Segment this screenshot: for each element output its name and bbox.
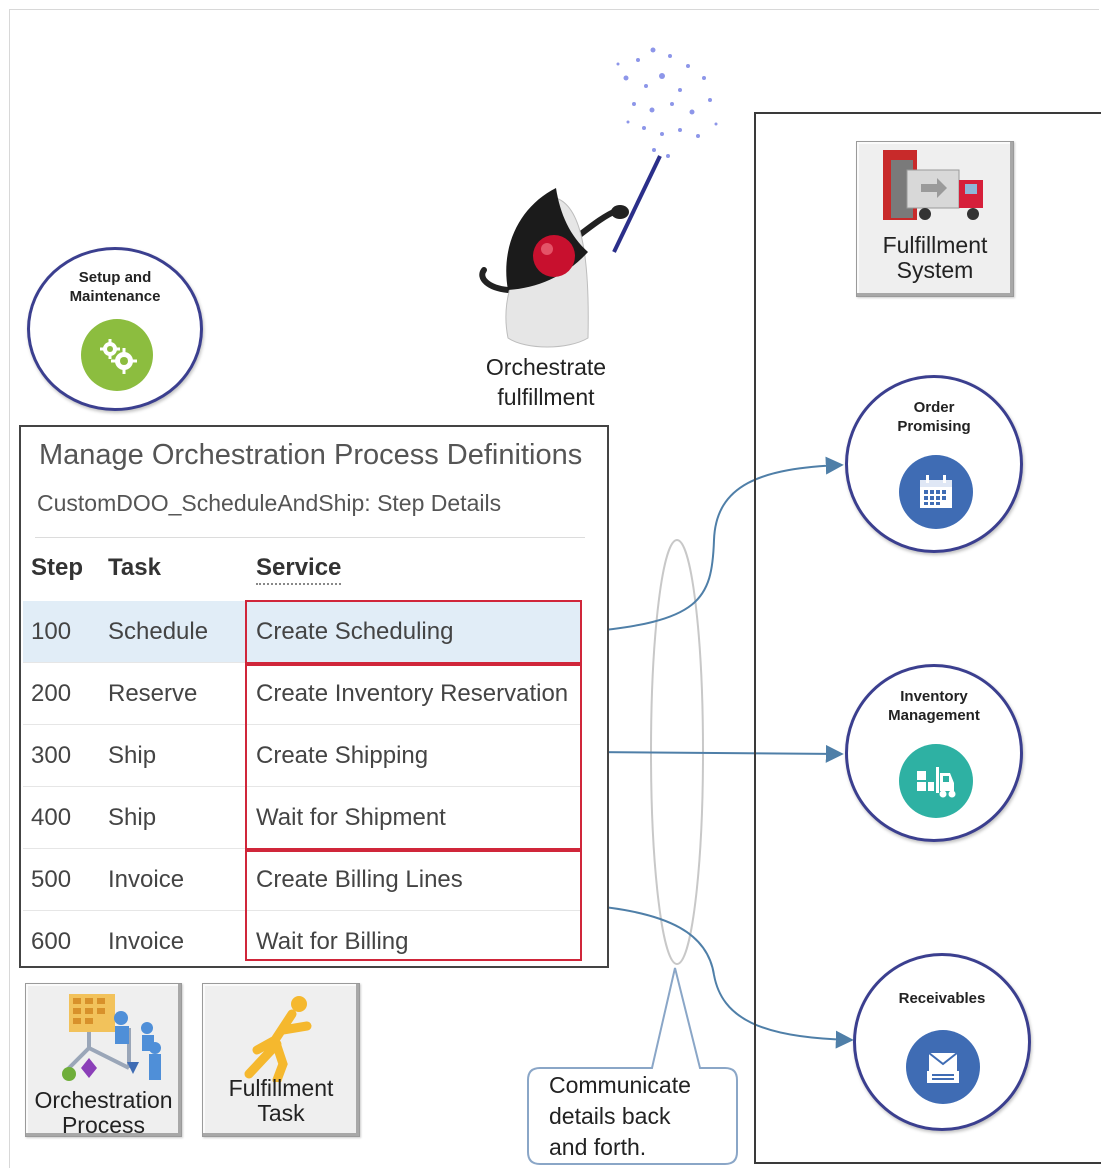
fulfillment-task-tile[interactable]: Fulfillment Task — [202, 983, 360, 1137]
service-cell: Wait for Shipment — [256, 804, 446, 831]
table-row[interactable]: 200 Reserve Create Inventory Reservation — [23, 663, 581, 725]
task-cell: Ship — [108, 742, 157, 769]
fulfillment-task-label: Fulfillment Task — [228, 1075, 334, 1126]
task-cell: Reserve — [108, 680, 198, 707]
table-row[interactable]: 300 Ship Create Shipping — [23, 725, 581, 787]
service-cell: Create Scheduling — [256, 618, 454, 645]
inventory-management-label: Inventory Management — [888, 688, 980, 724]
table-row[interactable]: 500 Invoice Create Billing Lines — [23, 849, 581, 911]
calendar-icon — [899, 455, 973, 529]
panel-title: Manage Orchestration Process Definitions — [39, 439, 583, 471]
task-cell: Ship — [108, 804, 157, 831]
inventory-management-node[interactable]: Inventory Management — [845, 664, 1023, 842]
fulfillment-system-label: Fulfillment System — [882, 232, 988, 283]
task-cell: Invoice — [108, 928, 185, 955]
receivables-label: Receivables — [898, 990, 986, 1007]
step-details-panel: Manage Orchestration Process Definitions… — [19, 425, 609, 968]
step-cell: 400 — [31, 804, 72, 831]
truck-warehouse-icon — [883, 150, 983, 220]
table-row[interactable]: 400 Ship Wait for Shipment — [23, 787, 581, 849]
panel-divider — [35, 537, 585, 538]
billing-highlight-box — [245, 850, 582, 961]
step-cell: 500 — [31, 866, 72, 893]
scheduling-highlight-box — [245, 600, 582, 664]
receivables-node[interactable]: Receivables — [853, 953, 1031, 1131]
task-cell: Invoice — [108, 866, 185, 893]
envelope-icon — [906, 1030, 980, 1104]
orchestrator-figure — [448, 38, 738, 363]
setup-maintenance-label: Setup and Maintenance — [69, 269, 161, 305]
orchestration-process-label: Orchestration Process — [34, 1087, 173, 1138]
arrow-billing-to-receivables — [582, 897, 854, 1049]
fulfillment-system-tile[interactable]: Fulfillment System — [856, 141, 1014, 297]
setup-maintenance-node[interactable]: Setup and Maintenance — [27, 247, 203, 411]
inventory-shipping-highlight-box — [245, 664, 582, 850]
step-cell: 300 — [31, 742, 72, 769]
forklift-icon — [899, 744, 973, 818]
table-row[interactable]: 100 Schedule Create Scheduling — [23, 601, 581, 663]
service-cell: Wait for Billing — [256, 928, 409, 955]
process-diagram-icon — [62, 994, 161, 1081]
task-cell: Schedule — [108, 618, 209, 645]
column-header-task: Task — [108, 554, 161, 581]
wizard-mascot-icon — [479, 47, 718, 348]
step-cell: 200 — [31, 680, 72, 707]
table-row[interactable]: 600 Invoice Wait for Billing — [23, 911, 581, 973]
diagram-frame — [9, 9, 1099, 1168]
service-cell: Create Billing Lines — [256, 866, 463, 893]
arrow-scheduling-to-order-promising — [582, 456, 844, 640]
column-header-step: Step — [31, 554, 84, 581]
callout-text: Communicate details back and forth. — [549, 1072, 691, 1160]
running-person-icon — [244, 996, 312, 1082]
service-cell: Create Inventory Reservation — [256, 680, 569, 707]
column-header-service[interactable]: Service — [256, 554, 342, 585]
external-systems-panel — [754, 112, 1101, 1164]
gears-icon — [81, 319, 153, 391]
step-cell: 600 — [31, 928, 72, 955]
orchestration-process-tile[interactable]: Orchestration Process — [25, 983, 182, 1138]
step-cell: 100 — [31, 618, 72, 645]
panel-subtitle: CustomDOO_ScheduleAndShip: Step Details — [37, 490, 502, 516]
service-cell: Create Shipping — [256, 742, 429, 769]
order-promising-label: Order Promising — [897, 399, 971, 435]
order-promising-node[interactable]: Order Promising — [845, 375, 1023, 553]
orchestrate-label: Orchestrate fulfillment — [485, 354, 607, 410]
arrow-shipping-to-inventory — [584, 743, 844, 763]
